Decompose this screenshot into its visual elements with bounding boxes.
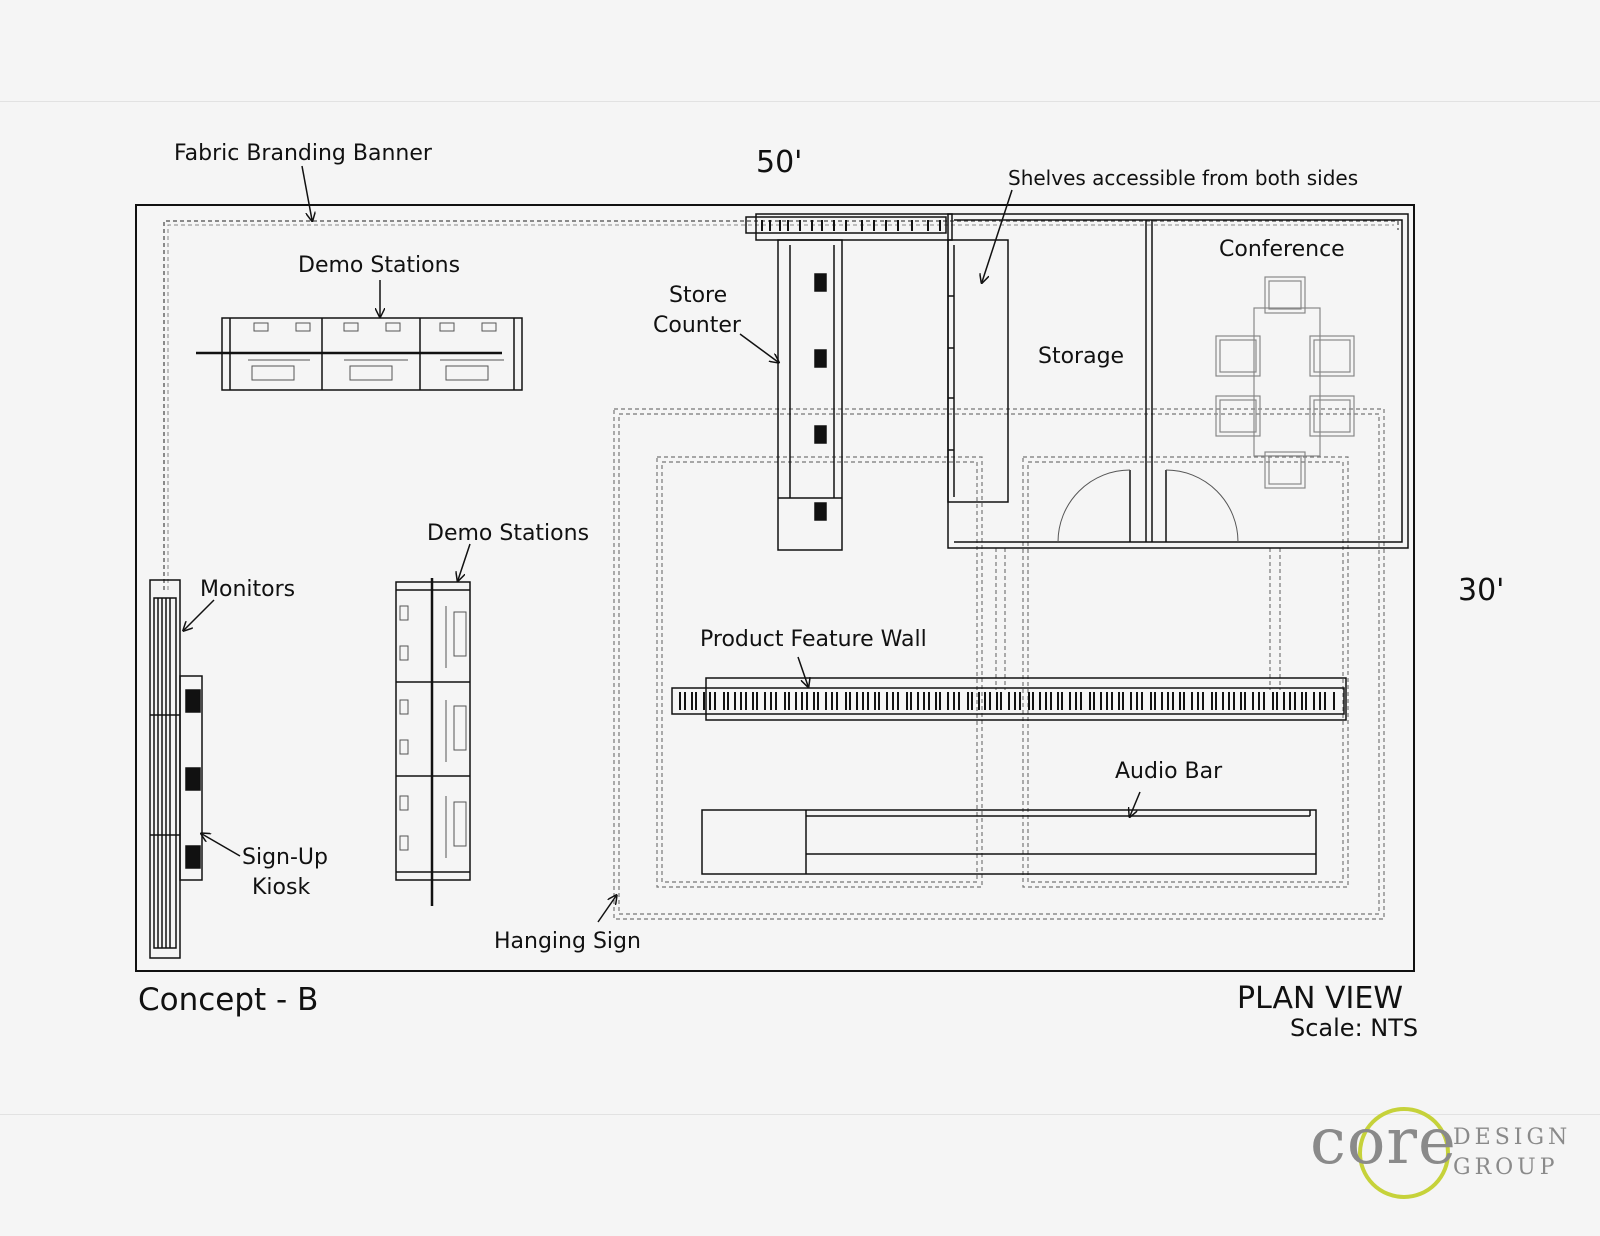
depth-dimension: 30'	[1458, 573, 1504, 608]
hanging-sign-outline	[613, 408, 1385, 920]
storage-label: Storage	[1038, 344, 1124, 369]
audio-bar	[701, 809, 1317, 875]
monitors-label: Monitors	[200, 577, 295, 602]
store-counter-label-2: Counter	[653, 313, 742, 338]
shelves	[947, 239, 1009, 503]
company-logo: core DESIGN GROUP	[1310, 1105, 1590, 1205]
logo-line-group: GROUP	[1453, 1155, 1559, 1180]
product-feature-wall-ticks	[679, 692, 1335, 710]
monitors-wall	[149, 579, 181, 959]
signup-kiosk-label-2: Kiosk	[252, 875, 310, 900]
fabric-banner-line	[163, 220, 1399, 590]
scale-note: Scale: NTS	[1290, 1014, 1419, 1042]
bottom-divider	[0, 1114, 1600, 1115]
logo-ring	[1358, 1107, 1450, 1199]
shelves-label: Shelves accessible from both sides	[1008, 166, 1358, 190]
view-title: PLAN VIEW	[1237, 981, 1403, 1016]
signup-kiosk-label-1: Sign-Up	[242, 845, 328, 870]
conference-table	[1215, 276, 1355, 489]
logo-line-design: DESIGN	[1453, 1125, 1572, 1150]
product-feature-wall	[671, 677, 1347, 721]
store-counter	[745, 213, 953, 551]
demo-stations-top	[196, 317, 523, 391]
audio-bar-label: Audio Bar	[1115, 759, 1223, 784]
fabric-banner-label: Fabric Branding Banner	[174, 141, 433, 166]
booth-outline	[135, 204, 1415, 972]
signup-kiosk	[179, 675, 203, 881]
demo-stations-top-label: Demo Stations	[298, 253, 460, 278]
hanging-sign-label: Hanging Sign	[494, 929, 641, 954]
demo-stations-middle-label: Demo Stations	[427, 521, 589, 546]
leader-arrows	[184, 165, 1141, 923]
width-dimension: 50'	[756, 145, 802, 180]
concept-title: Concept - B	[138, 982, 319, 1018]
logo-wordmark: core	[1310, 1105, 1457, 1179]
demo-stations-middle	[395, 578, 471, 906]
back-rooms	[947, 213, 1409, 549]
top-divider	[0, 101, 1600, 102]
conference-label: Conference	[1219, 237, 1345, 262]
store-counter-label-1: Store	[669, 283, 727, 308]
store-counter-display-strip	[761, 220, 941, 231]
product-feature-wall-label: Product Feature Wall	[700, 627, 927, 652]
